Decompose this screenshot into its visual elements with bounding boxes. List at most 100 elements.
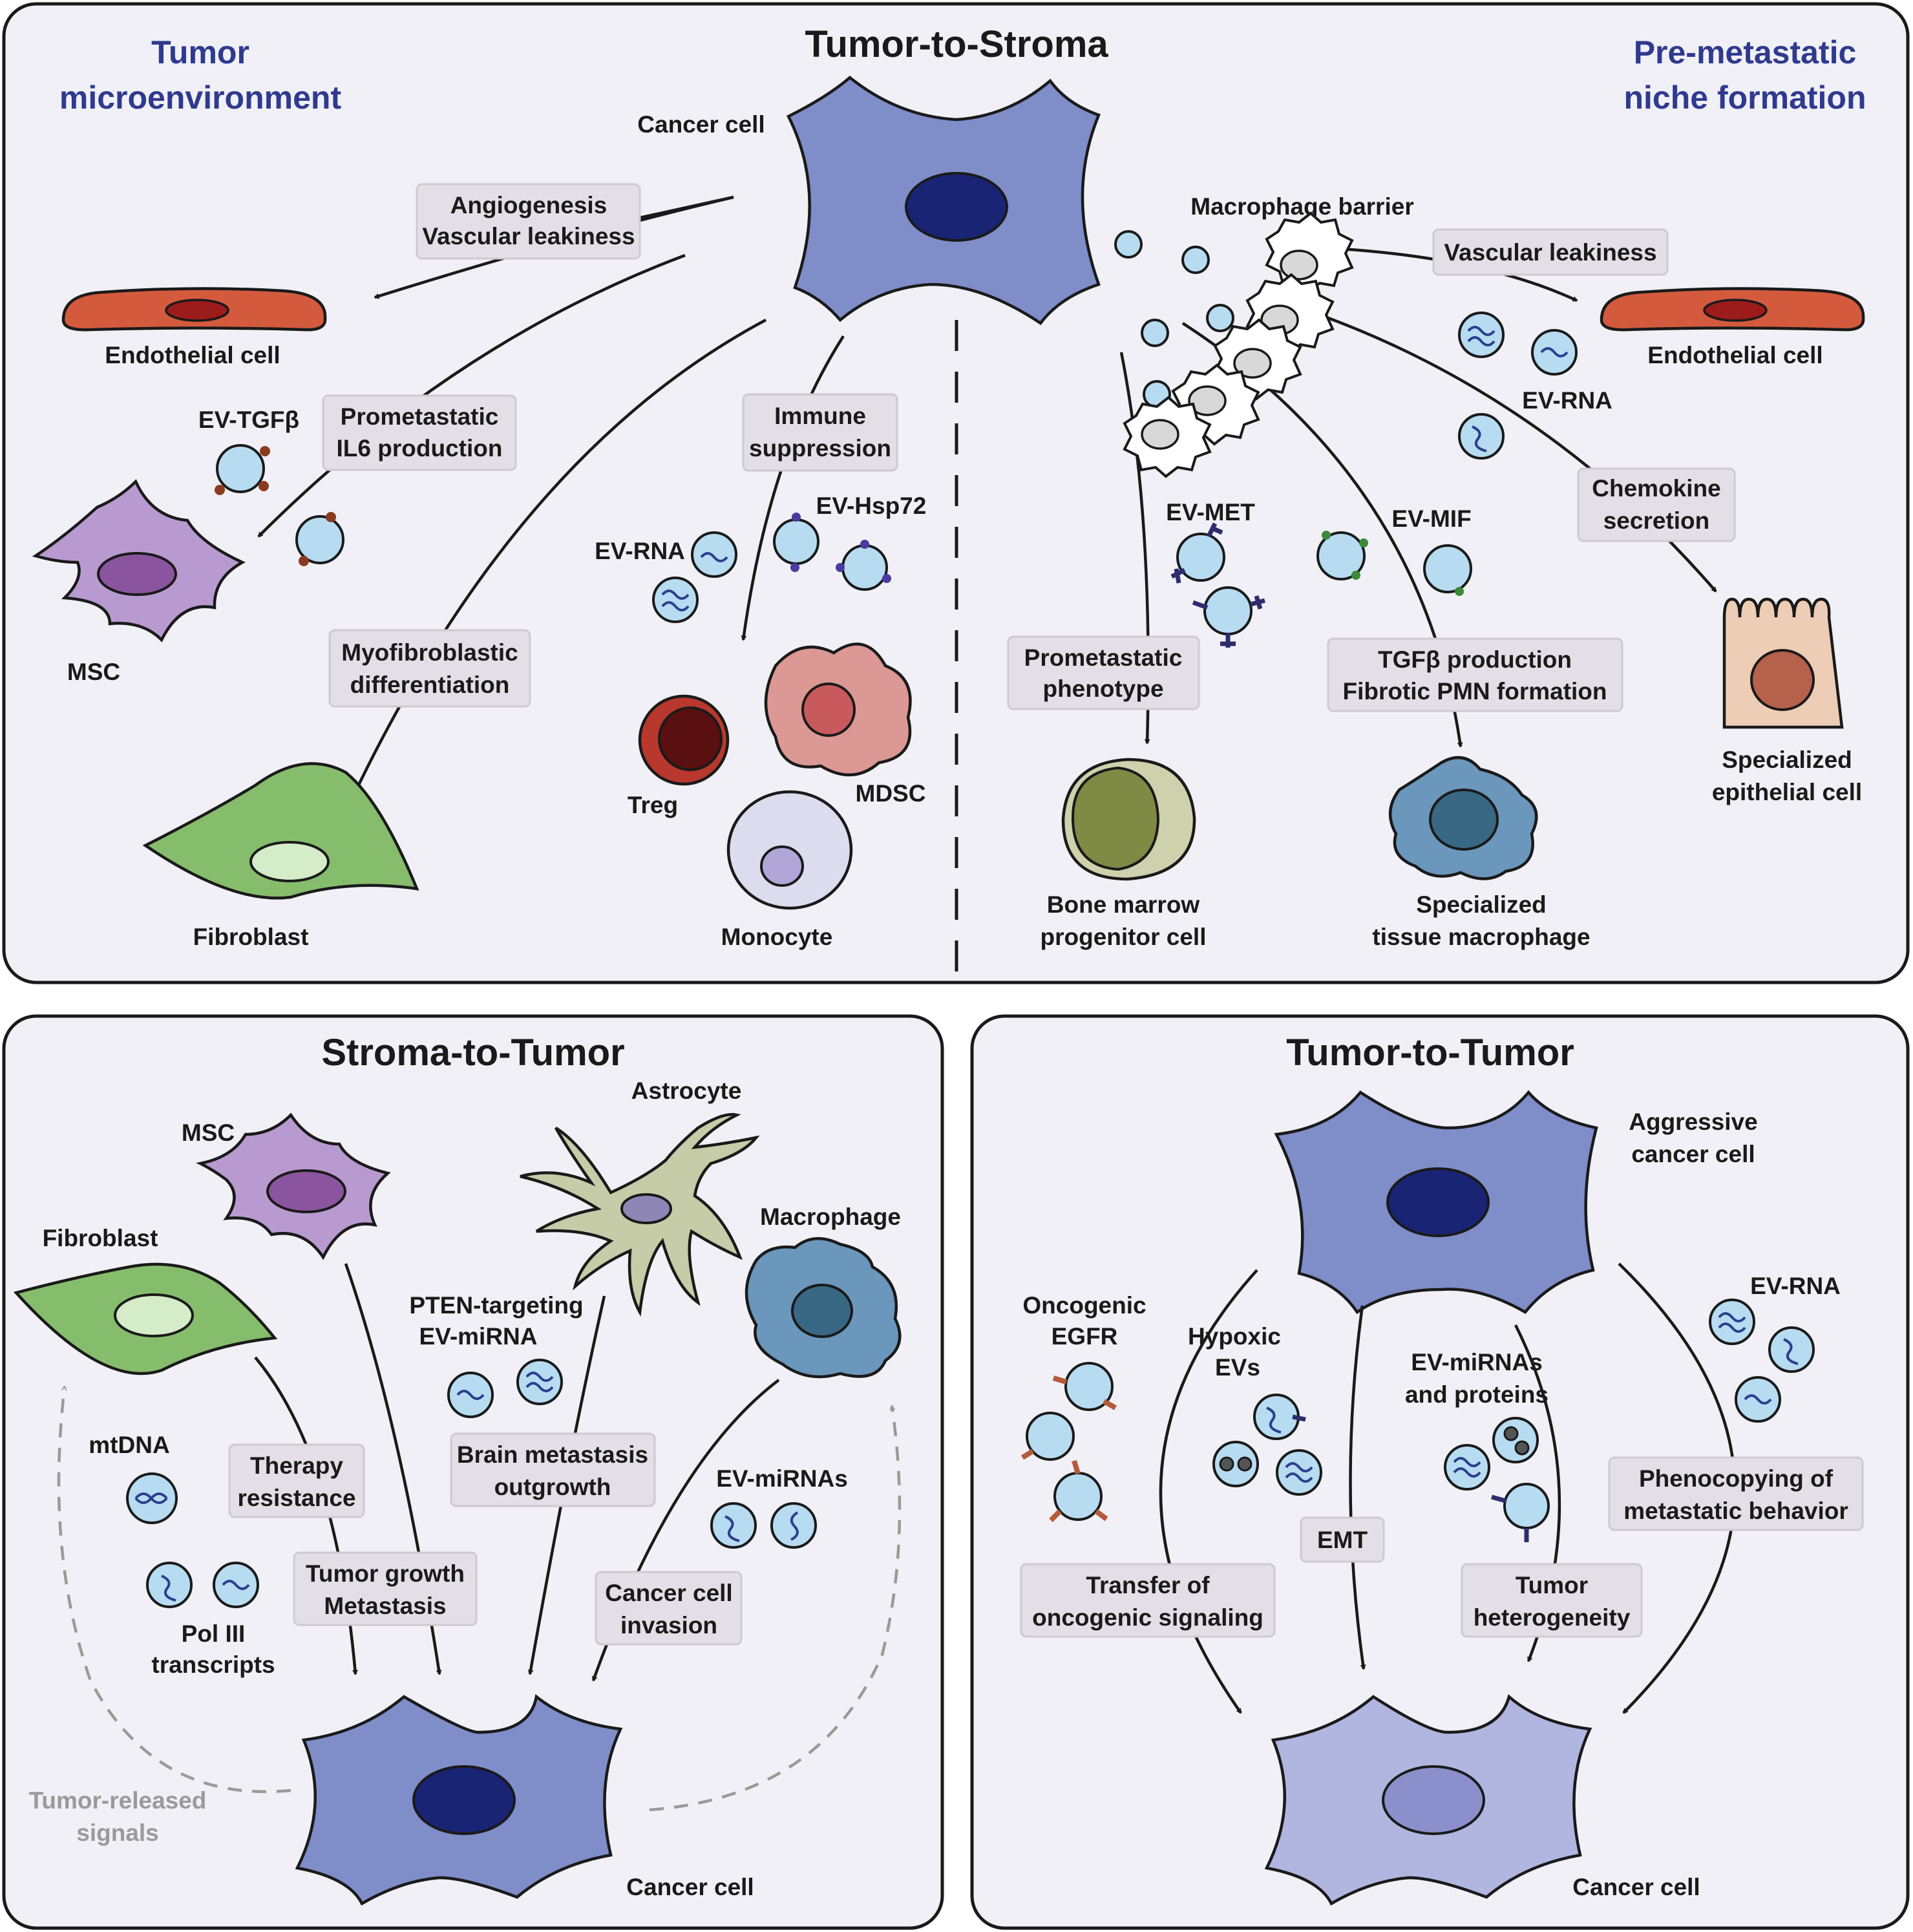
arrow-tumor-released-right xyxy=(649,1405,902,1812)
box-emt xyxy=(1300,1516,1385,1563)
line-angiogenesis xyxy=(636,195,734,220)
arrow-emt xyxy=(1349,1305,1366,1670)
label-ev-met: EV-MET xyxy=(1166,499,1255,525)
label-endothelial-right: Endothelial cell xyxy=(1647,342,1823,368)
ev-hsp72-vesicle-1 xyxy=(773,513,819,572)
title-tumor-to-stroma: Tumor-to-Stroma xyxy=(805,23,1108,65)
panel-tumor-to-tumor xyxy=(970,1014,1910,1930)
label-treg: Treg xyxy=(628,792,678,818)
box-tgfb-line1: TGFβ production xyxy=(1378,646,1572,673)
box-tgfb-production xyxy=(1327,637,1623,712)
label-monocyte: Monocyte xyxy=(721,924,833,950)
box-brain-line1: Brain metastasis xyxy=(457,1441,648,1468)
label-macrophage-barrier: Macrophage barrier xyxy=(1190,193,1413,220)
label-bone-marrow-1: Bone marrow xyxy=(1047,891,1200,918)
box-cancer-invasion xyxy=(595,1571,743,1646)
label-msc-bottom: MSC xyxy=(182,1120,235,1146)
ev-met-vesicle-1 xyxy=(1170,522,1225,584)
box-prometastatic-phenotype xyxy=(1007,635,1200,710)
box-immune-line1: Immune xyxy=(774,403,866,429)
box-vascular-leakiness-text: Vascular leakiness xyxy=(1444,239,1656,266)
arrow-transfer-oncogenic xyxy=(1159,1269,1258,1714)
barrier-macrophage-1 xyxy=(1265,211,1354,294)
ev-mirna-vesicle-2 xyxy=(770,1502,817,1549)
box-phenocopying-line2: metastatic behavior xyxy=(1623,1498,1848,1524)
ev-hsp72-vesicle-2 xyxy=(836,540,891,591)
label-pten-2: EV-miRNA xyxy=(419,1323,538,1350)
ev-egfr-vesicle-3 xyxy=(1049,1460,1108,1522)
specialized-epithelial-cell xyxy=(1722,597,1844,729)
ev-free-3 xyxy=(1141,319,1169,347)
box-brain-line2: outgrowth xyxy=(494,1474,611,1500)
box-phenotype-line1: Prometastatic xyxy=(1024,644,1183,671)
heading-tumor-line1: Tumor xyxy=(151,34,249,70)
box-immune-line2: suppression xyxy=(749,435,891,462)
title-tumor-to-tumor: Tumor-to-Tumor xyxy=(1286,1032,1574,1074)
label-aggressive-1: Aggressive xyxy=(1629,1109,1758,1135)
astrocyte-cell xyxy=(520,1113,760,1317)
ev-rna-vesicle-2 xyxy=(652,577,699,623)
label-specialized-epithelial-2: epithelial cell xyxy=(1712,779,1862,805)
label-cancer-cell-top: Cancer cell xyxy=(637,111,765,138)
ev-mirna-vesicle-1 xyxy=(710,1502,757,1549)
heading-pmn-line2: niche formation xyxy=(1623,80,1866,116)
label-ev-mirnas-proteins-1: EV-miRNAs xyxy=(1411,1349,1543,1375)
label-specialized-epithelial-1: Specialized xyxy=(1722,747,1852,773)
box-vascular-leakiness xyxy=(1432,228,1669,276)
endothelial-cell-right xyxy=(1600,287,1865,332)
treg-cell xyxy=(638,694,730,786)
box-heterogeneity-line1: Tumor xyxy=(1516,1572,1588,1598)
label-msc-top: MSC xyxy=(67,659,120,685)
box-therapy-line2: resistance xyxy=(237,1485,355,1511)
label-pol3-2: transcripts xyxy=(151,1651,275,1678)
ev-mirna-protein-vesicle-1 xyxy=(1492,1417,1539,1463)
label-oncogenic-egfr-2: EGFR xyxy=(1052,1323,1118,1350)
label-pten-1: PTEN-targeting xyxy=(409,1292,583,1319)
title-stroma-to-tumor: Stroma-to-Tumor xyxy=(321,1032,624,1074)
label-ev-mirnas-proteins-2: and proteins xyxy=(1405,1381,1548,1408)
box-phenocopying-line1: Phenocopying of xyxy=(1639,1465,1834,1492)
ev-rna-right-2 xyxy=(1531,329,1578,376)
label-mdsc: MDSC xyxy=(856,780,926,807)
label-ev-rna-right: EV-RNA xyxy=(1522,387,1612,414)
mdsc-cell xyxy=(764,642,912,777)
msc-bottom xyxy=(196,1112,391,1260)
ev-mirna-protein-vesicle-2 xyxy=(1444,1444,1490,1491)
ev-pten-vesicle-2 xyxy=(516,1359,563,1405)
ev-free-2 xyxy=(1181,246,1210,274)
ev-rna-br-vesicle-2 xyxy=(1768,1326,1815,1373)
label-aggressive-2: cancer cell xyxy=(1631,1141,1755,1167)
ev-pten-vesicle-1 xyxy=(447,1372,494,1418)
macrophage-barrier-cluster xyxy=(1123,211,1354,478)
ev-rna-br-vesicle-1 xyxy=(1709,1299,1755,1345)
box-angiogenesis xyxy=(416,183,641,260)
box-il6-line2: IL6 production xyxy=(337,435,503,462)
ev-egfr-vesicle-1 xyxy=(1052,1362,1117,1411)
label-ev-hsp72: EV-Hsp72 xyxy=(816,493,927,519)
fibroblast-top xyxy=(142,762,419,900)
box-chemokine xyxy=(1577,467,1736,542)
fibroblast-bottom xyxy=(13,1262,278,1375)
cancer-cell-bottom-right xyxy=(1264,1693,1592,1906)
box-phenocopying xyxy=(1608,1456,1864,1531)
box-tumor-heterogeneity xyxy=(1461,1563,1643,1638)
label-astrocyte: Astrocyte xyxy=(631,1077,742,1104)
bone-marrow-progenitor-cell xyxy=(1061,758,1196,881)
box-prometastatic-il6 xyxy=(322,394,517,471)
ev-met-vesicle-2 xyxy=(1192,586,1265,648)
label-ev-mif: EV-MIF xyxy=(1391,505,1471,532)
box-myofibroblastic-line2: differentiation xyxy=(350,672,510,698)
box-chemokine-line2: secretion xyxy=(1603,507,1710,534)
label-endothelial-left: Endothelial cell xyxy=(105,342,280,368)
label-oncogenic-egfr-1: Oncogenic xyxy=(1022,1292,1146,1319)
label-pol3-1: Pol III xyxy=(182,1620,246,1647)
heading-pmn-line1: Pre-metastatic xyxy=(1634,34,1857,70)
label-specialized-macrophage-2: tissue macrophage xyxy=(1372,924,1590,950)
box-tumor-growth xyxy=(293,1551,478,1626)
label-ev-rna-br: EV-RNA xyxy=(1750,1273,1841,1299)
box-il6-line1: Prometastatic xyxy=(341,403,499,430)
macrophage-bottom xyxy=(745,1237,902,1379)
label-tumor-released-2: signals xyxy=(76,1820,159,1846)
heading-tumor-line2: microenvironment xyxy=(59,80,342,116)
ev-free-4 xyxy=(1206,304,1234,332)
